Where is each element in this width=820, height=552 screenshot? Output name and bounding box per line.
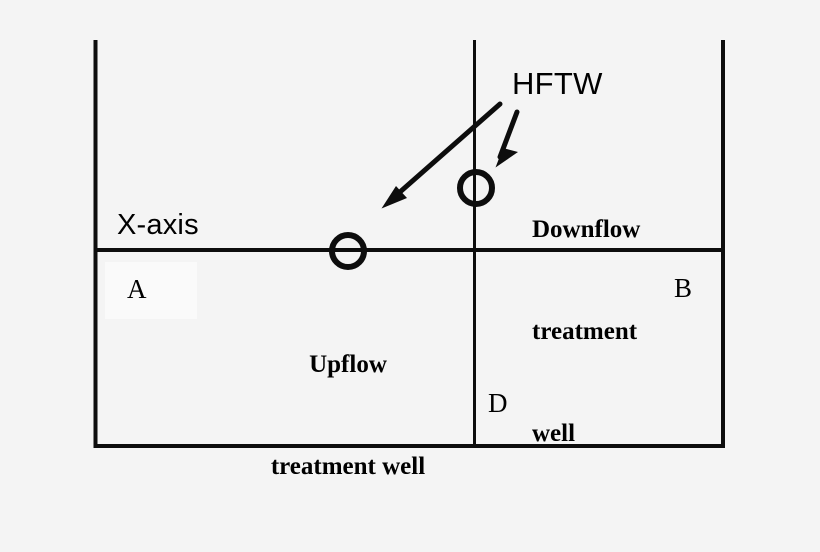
downflow-well-label: Downflow treatment well (532, 145, 640, 519)
quadrant-label-b: B (674, 273, 693, 303)
x-axis-label: X-axis (117, 209, 199, 241)
arrow-to-downflow-well-icon (495, 109, 520, 168)
downflow-well-label-line-1: Downflow (532, 216, 641, 243)
quadrant-label-d: D (488, 388, 508, 418)
hftw-label: HFTW (512, 66, 603, 101)
diagram-svg (93, 40, 725, 448)
scan-artifact-box (105, 262, 197, 319)
upflow-well-label-line-1: Upflow (309, 351, 387, 378)
downflow-well-label-line-3: well (532, 420, 576, 447)
quadrant-label-a: A (127, 274, 147, 304)
upflow-well-label-line-2: treatment well (270, 453, 426, 480)
upflow-well-symbol (329, 232, 367, 270)
upflow-well-label: Upflow treatment well (271, 280, 425, 552)
diagram-canvas-container: HFTW X-axis Downflow treatment well Upfl… (93, 40, 725, 480)
downflow-well-symbol (457, 169, 495, 207)
arrow-to-upflow-well-icon (381, 101, 503, 209)
downflow-well-label-line-2: treatment (532, 318, 638, 345)
